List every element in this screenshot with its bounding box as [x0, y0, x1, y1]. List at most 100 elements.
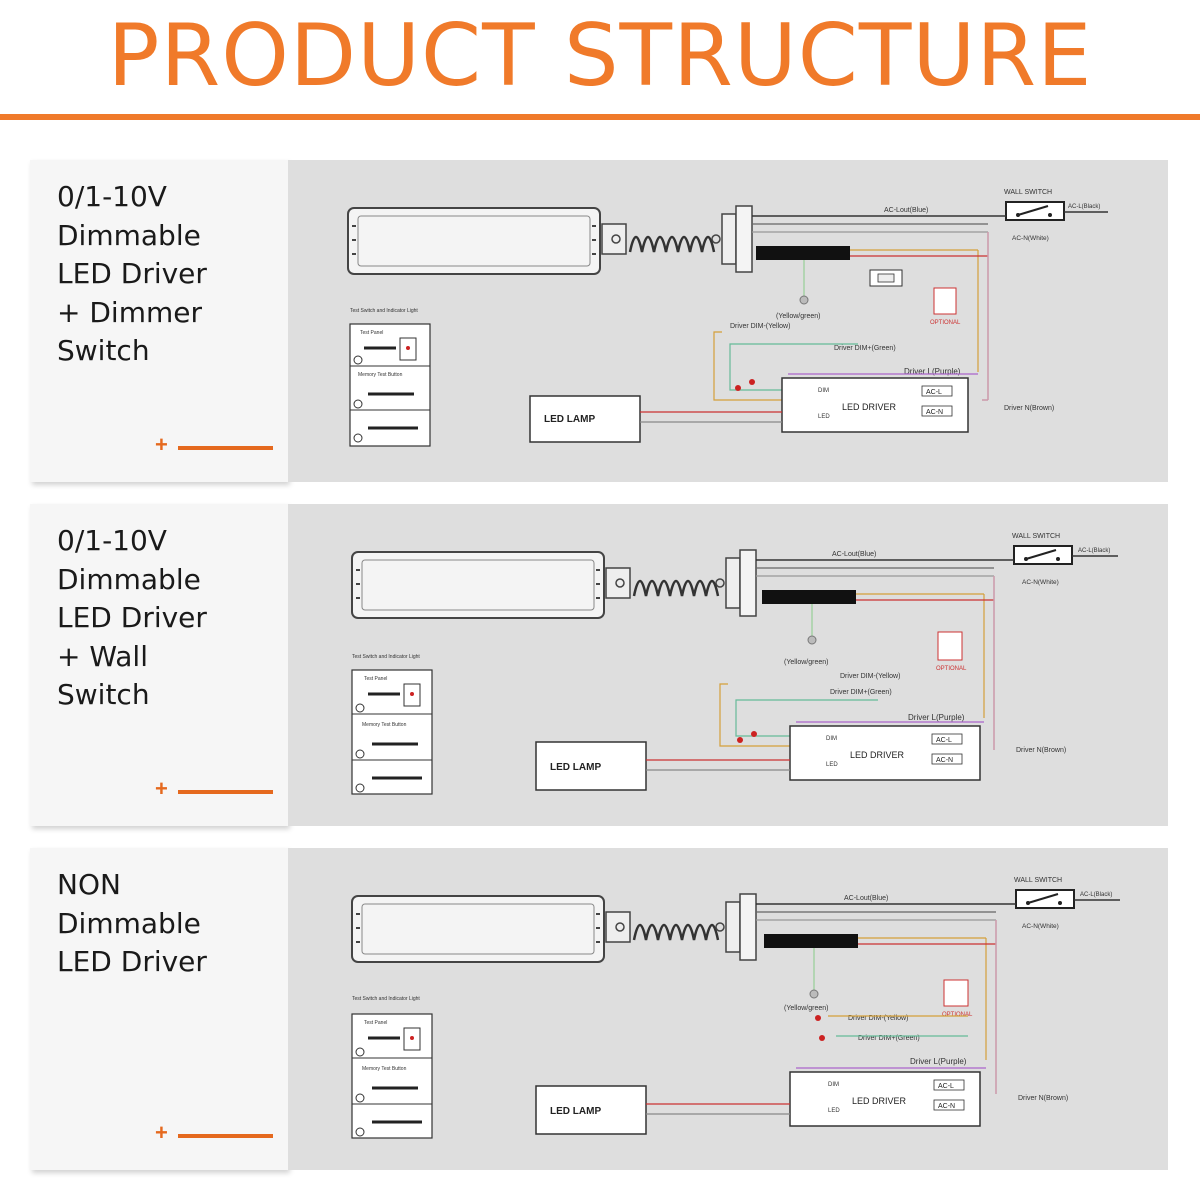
ac-lout-label: AC-Lout(Blue) — [884, 207, 928, 214]
wiring-diagram-panel: WALL SWITCH AC-Lout(Blue) AC-L(Black) AC… — [288, 160, 1168, 482]
cable-spring — [628, 235, 716, 253]
dim-green-label: Driver DIM+(Green) — [830, 689, 892, 696]
yellow-green-label: (Yellow/green) — [776, 313, 821, 320]
optional-box — [933, 287, 957, 315]
ac-n-terminal: AC-N — [936, 757, 953, 764]
cable-sleeve — [764, 934, 858, 948]
dim-yellow-label: Driver DIM-(Yellow) — [848, 1015, 908, 1022]
optional-box — [937, 631, 963, 661]
ac-l-label: AC-L(Black) — [1080, 892, 1112, 898]
driver-housing — [351, 551, 605, 619]
section-label-line: LED Driver — [57, 257, 207, 290]
led-driver-label: LED DRIVER — [850, 750, 905, 760]
cable-sleeve — [756, 246, 850, 260]
optional-box — [943, 979, 969, 1007]
ac-l-terminal: AC-L — [926, 389, 942, 396]
driver-housing-inner — [357, 215, 591, 267]
led-terminal-label: LED — [828, 1108, 840, 1114]
wiring-diagram-panel: WALL SWITCH AC-Lout(Blue) AC-L(Black) AC… — [288, 504, 1168, 826]
section-non-dimmable: NON Dimmable LED Driver + WALL SWITCH — [0, 848, 1200, 1170]
plus-sign: + — [155, 776, 168, 801]
driver-n-label: Driver N(Brown) — [1018, 1095, 1068, 1102]
cable-spring — [632, 579, 720, 597]
section-label-line: 0/1-10V — [57, 524, 167, 557]
test-panel-label: Test Panel — [364, 1020, 387, 1026]
ac-l-terminal: AC-L — [938, 1083, 954, 1090]
driver-l-label: Driver L(Purple) — [910, 1057, 967, 1066]
driver-housing — [347, 207, 601, 275]
ac-l-label: AC-L(Black) — [1068, 204, 1100, 210]
section-label-line: LED Driver — [57, 601, 207, 634]
dim-green-label: Driver DIM+(Green) — [858, 1035, 920, 1042]
ac-n-terminal: AC-N — [938, 1103, 955, 1110]
wiring-diagram: WALL SWITCH AC-Lout(Blue) AC-L(Black) AC… — [351, 533, 1118, 795]
led-terminal-label: LED — [818, 414, 830, 420]
section-label: 0/1-10V Dimmable LED Driver + Dimmer Swi… — [57, 178, 285, 371]
memory-label: Memory Test Button — [362, 722, 407, 728]
dim-terminal-label: DIM — [828, 1082, 839, 1088]
section-label-line: 0/1-10V — [57, 180, 167, 213]
driver-n-label: Driver N(Brown) — [1016, 747, 1066, 754]
optional-label: OPTIONAL — [936, 666, 967, 672]
yellow-green-label: (Yellow/green) — [784, 659, 829, 666]
section-label-line: + Wall — [57, 639, 148, 673]
led-lamp-box — [529, 395, 641, 443]
section-label-line: Dimmable — [57, 218, 201, 252]
yellow-green-label: (Yellow/green) — [784, 1005, 829, 1012]
section-label-card: 0/1-10V Dimmable LED Driver + Wall Switc… — [30, 504, 288, 826]
driver-n-label: Driver N(Brown) — [1004, 405, 1054, 412]
led-terminal-label: LED — [826, 762, 838, 768]
driver-housing — [351, 895, 605, 963]
ac-n-terminal: AC-N — [926, 409, 943, 416]
led-lamp-box — [535, 1085, 647, 1135]
minus-bar — [178, 1134, 273, 1138]
section-label-line: LED Driver — [57, 945, 207, 978]
wiring-diagram: WALL SWITCH AC-Lout(Blue) AC-L(Black) AC… — [347, 189, 1108, 447]
dim-yellow-label: Driver DIM-(Yellow) — [730, 323, 790, 330]
ac-n-label: AC-N(White) — [1012, 235, 1049, 242]
cable-connector — [725, 901, 741, 953]
dim-terminal-label: DIM — [818, 388, 829, 394]
test-box-label: Test Switch and Indicator Light — [352, 654, 420, 660]
cable-connector — [725, 557, 741, 609]
section-label-line: + Dimmer — [57, 295, 202, 329]
dim-green-label: Driver DIM+(Green) — [834, 345, 896, 352]
dim-yellow-label: Driver DIM-(Yellow) — [840, 673, 900, 680]
section-label-card: NON Dimmable LED Driver + — [30, 848, 288, 1170]
section-label-line: Switch — [57, 334, 150, 367]
test-panel-label: Test Panel — [364, 676, 387, 682]
section-label-line: Dimmable — [57, 562, 201, 596]
memory-label: Memory Test Button — [362, 1066, 407, 1072]
ac-lout-label: AC-Lout(Blue) — [844, 895, 888, 902]
driver-l-label: Driver L(Purple) — [908, 713, 965, 722]
plus-sign: + — [155, 1120, 168, 1145]
led-driver-box — [789, 725, 981, 781]
minus-bar — [178, 446, 273, 450]
memory-label: Memory Test Button — [358, 372, 403, 378]
wall-switch-label: WALL SWITCH — [1004, 189, 1052, 196]
cable-spring — [632, 923, 720, 941]
plus-sign: + — [155, 432, 168, 457]
led-driver-label: LED DRIVER — [852, 1096, 907, 1106]
ac-n-label: AC-N(White) — [1022, 579, 1059, 586]
led-lamp-label: LED LAMP — [550, 762, 601, 773]
section-label-line: Dimmable — [57, 906, 201, 940]
cable-connector — [721, 213, 737, 265]
cable-sleeve — [762, 590, 856, 604]
page-title: PRODUCT STRUCTURE — [107, 6, 1093, 106]
wall-switch — [1013, 545, 1073, 565]
optional-label: OPTIONAL — [942, 1012, 973, 1018]
test-panel-label: Test Panel — [360, 330, 383, 336]
led-lamp-label: LED LAMP — [544, 414, 595, 425]
section-wall-switch: 0/1-10V Dimmable LED Driver + Wall Switc… — [0, 504, 1200, 826]
ac-n-label: AC-N(White) — [1022, 923, 1059, 930]
section-dimmer-switch: 0/1-10V Dimmable LED Driver + Dimmer Swi… — [0, 160, 1200, 482]
led-lamp-box — [535, 741, 647, 791]
title-divider — [0, 114, 1200, 120]
section-label-line: Switch — [57, 678, 150, 711]
section-label-line: NON — [57, 868, 121, 901]
driver-l-label: Driver L(Purple) — [904, 367, 961, 376]
led-lamp-label: LED LAMP — [550, 1106, 601, 1117]
ac-l-terminal: AC-L — [936, 737, 952, 744]
wall-switch — [1005, 201, 1065, 221]
